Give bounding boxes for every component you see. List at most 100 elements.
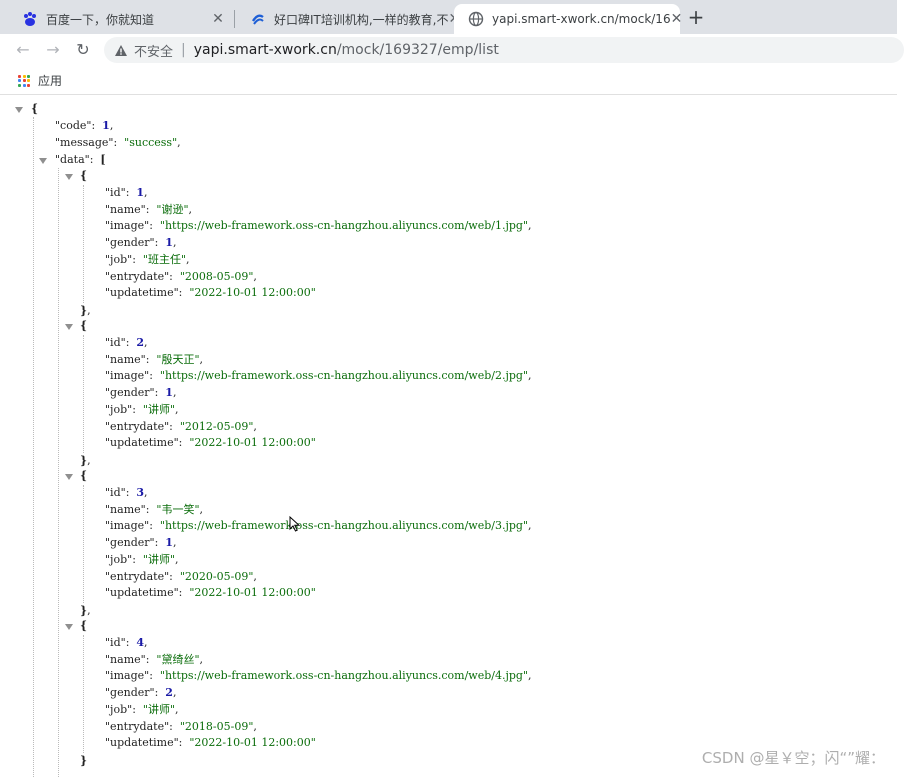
json-line-entrydate: "entrydate": "2008-05-09",	[105, 269, 257, 283]
json-line-id: "id": 4,	[105, 636, 148, 649]
tab-title: yapi.smart-xwork.cn/mock/16	[492, 12, 671, 26]
baidu-paw-icon	[24, 12, 36, 26]
json-key: "image"	[105, 669, 150, 683]
json-key: "job"	[105, 402, 133, 416]
warning-triangle-icon[interactable]	[114, 43, 128, 57]
json-line-entrydate: "entrydate": "2012-05-09",	[105, 419, 257, 433]
collapse-toggle-icon[interactable]	[15, 107, 23, 113]
json-string: "2022-10-01 12:00:00"	[189, 736, 316, 750]
json-number: 1	[165, 536, 173, 550]
json-key: "entrydate"	[105, 569, 170, 583]
json-line-image: "image": "https://web-framework.oss-cn-h…	[105, 669, 532, 683]
url-host: yapi.smart-xwork.cn	[193, 42, 337, 58]
indent-guide	[58, 168, 59, 777]
json-key: "name"	[105, 352, 146, 366]
json-number: 1	[165, 236, 173, 250]
item-close-brace: },	[80, 304, 91, 317]
json-key: "updatetime"	[105, 586, 179, 600]
back-arrow-icon[interactable]: ←	[16, 40, 30, 59]
indent-guide	[83, 185, 84, 303]
collapse-toggle-icon[interactable]	[65, 174, 73, 180]
json-string: "2012-05-09"	[179, 419, 254, 433]
apps-grid-icon	[18, 74, 30, 87]
json-string: "2022-10-01 12:00:00"	[189, 286, 316, 300]
json-line-entrydate: "entrydate": "2018-05-09",	[105, 719, 257, 733]
json-viewer: { "code": 1, "message": "success", "data…	[0, 95, 897, 777]
item-close-brace: }	[80, 754, 88, 767]
json-line-name: "name": "韦一笑",	[105, 502, 204, 516]
mouse-cursor-icon	[289, 515, 301, 535]
json-number: 1	[165, 386, 173, 400]
collapse-toggle-icon[interactable]	[65, 474, 73, 480]
json-line-name: "name": "谢逊",	[105, 202, 193, 216]
item-open-brace: {	[80, 619, 88, 632]
json-key: "name"	[105, 502, 146, 516]
json-line-job: "job": "讲师",	[105, 702, 179, 716]
json-string: "殷天正"	[156, 352, 200, 366]
json-key: "job"	[105, 702, 133, 716]
json-key: "id"	[105, 636, 126, 649]
tab-itheima[interactable]: 好口碑IT培训机构,一样的教育,不 ✕	[236, 4, 460, 34]
address-bar[interactable]: 不安全 | yapi.smart-xwork.cn/mock/169327/em…	[104, 37, 904, 63]
collapse-toggle-icon[interactable]	[65, 624, 73, 630]
json-string: "https://web-framework.oss-cn-hangzhou.a…	[159, 219, 529, 233]
url-path: /mock/169327/emp/list	[336, 42, 499, 58]
json-key: "code"	[55, 119, 92, 132]
json-line-id: "id": 3,	[105, 486, 148, 499]
json-number: 2	[165, 686, 173, 700]
json-string: "讲师"	[142, 402, 176, 416]
json-line-gender: "gender": 1,	[105, 236, 177, 250]
json-key: "name"	[105, 202, 146, 216]
forward-arrow-icon[interactable]: →	[46, 40, 60, 59]
security-label[interactable]: 不安全	[134, 44, 174, 60]
itheima-logo-icon	[251, 14, 264, 25]
globe-icon	[468, 11, 484, 27]
json-line-id: "id": 2,	[105, 336, 148, 349]
json-number: 3	[136, 486, 145, 499]
csdn-watermark: CSDN @星￥空；闪“”耀：	[701, 749, 885, 767]
plus-icon[interactable]: +	[687, 5, 705, 29]
json-key: "id"	[105, 186, 126, 199]
bookmark-apps[interactable]: 应用	[18, 72, 62, 89]
json-key: "image"	[105, 519, 150, 533]
json-key: "name"	[105, 652, 146, 666]
tab-title: 好口碑IT培训机构,一样的教育,不	[274, 12, 449, 27]
json-line-name: "name": "黛绮丝",	[105, 652, 204, 666]
json-number: 4	[136, 636, 145, 649]
json-string: "2022-10-01 12:00:00"	[189, 436, 316, 450]
json-line-code: "code": 1,	[55, 119, 114, 132]
bookmarks-bar: 应用	[0, 66, 897, 95]
root-open-brace: {	[31, 102, 39, 115]
tab-title: 百度一下，你就知道	[46, 12, 155, 27]
json-string: "讲师"	[142, 702, 176, 716]
item-close-brace: },	[80, 604, 91, 617]
json-string: "2018-05-09"	[179, 719, 254, 733]
json-line-updatetime: "updatetime": "2022-10-01 12:00:00"	[105, 436, 316, 450]
json-line-updatetime: "updatetime": "2022-10-01 12:00:00"	[105, 736, 316, 750]
indent-guide	[83, 635, 84, 753]
tab-strip: 百度一下，你就知道 ✕ 好口碑IT培训机构,一样的教育,不 ✕ yapi.sma…	[0, 0, 897, 34]
json-key: "gender"	[105, 236, 155, 250]
indent-guide	[83, 335, 84, 453]
json-key: "id"	[105, 336, 126, 349]
json-line-entrydate: "entrydate": "2020-05-09",	[105, 569, 257, 583]
close-icon[interactable]: ✕	[670, 11, 683, 27]
json-key: "id"	[105, 486, 126, 499]
json-line-data: "data": [	[55, 153, 106, 166]
json-key: "entrydate"	[105, 719, 170, 733]
json-string: "https://web-framework.oss-cn-hangzhou.a…	[159, 369, 529, 383]
close-icon[interactable]: ✕	[212, 11, 224, 27]
item-open-brace: {	[80, 319, 88, 332]
json-line-updatetime: "updatetime": "2022-10-01 12:00:00"	[105, 586, 316, 600]
collapse-toggle-icon[interactable]	[39, 158, 47, 164]
json-string: "韦一笑"	[156, 502, 200, 516]
json-line-id: "id": 1,	[105, 186, 148, 199]
reload-icon[interactable]: ↻	[76, 40, 90, 59]
json-key: "image"	[105, 219, 150, 233]
tab-yapi[interactable]: yapi.smart-xwork.cn/mock/16 ✕	[454, 4, 683, 34]
json-line-name: "name": "殷天正",	[105, 352, 204, 366]
json-key: "job"	[105, 252, 133, 266]
collapse-toggle-icon[interactable]	[65, 324, 73, 330]
tab-baidu[interactable]: 百度一下，你就知道 ✕	[8, 4, 234, 34]
json-line-gender: "gender": 1,	[105, 536, 177, 550]
